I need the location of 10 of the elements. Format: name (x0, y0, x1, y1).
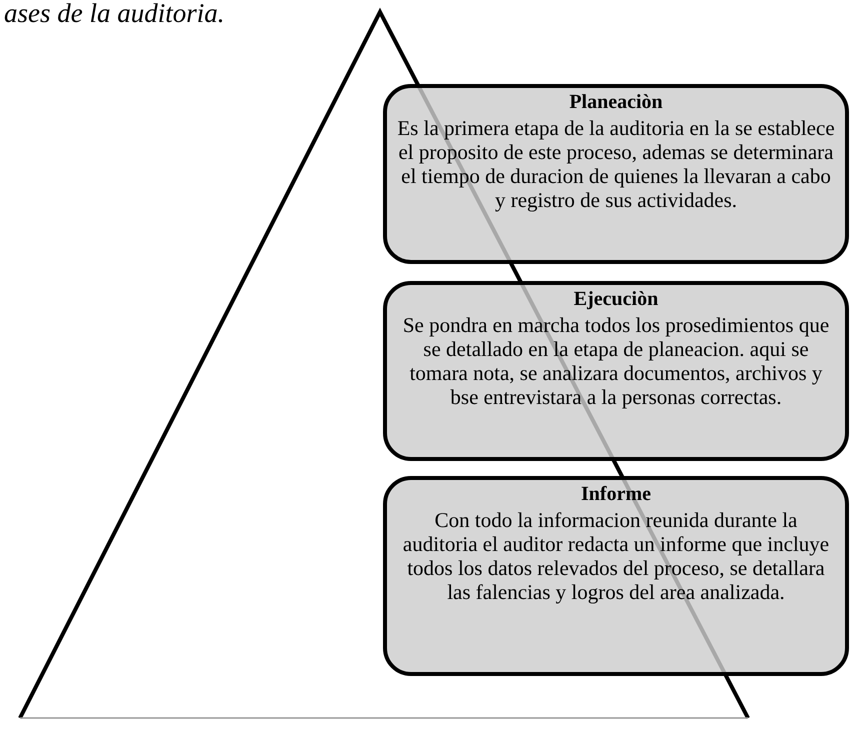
title: ases de la auditoria. (4, 0, 224, 29)
phase-box (383, 84, 849, 264)
phase-description: Es la primera etapa de la auditoria en la se establece el proposito de este proceso, ademas se determinara el tiempo de duracion de quienes la llevaran a cabo y registro de sus actividades. (396, 116, 836, 212)
phase-heading: Informe (580, 482, 652, 506)
phase-heading: Planeaciòn (568, 90, 664, 114)
phase-box (383, 281, 849, 461)
phase-description: Con todo la informacion reunida durante la auditoria el auditor redacta un informe que incluye todos los datos relevados del proceso, se detallara las falencias y logros del area analizada. (402, 508, 830, 604)
phase-box (383, 476, 849, 676)
phase-description: Se pondra en marcha todos los prosedimientos que se detallado en la etapa de planeacion. aqui se tomara nota, se analizara documentos, archivos y bse entrevistara a la personas correctas. (402, 313, 830, 409)
phase-heading: Ejecuciòn (572, 287, 660, 311)
